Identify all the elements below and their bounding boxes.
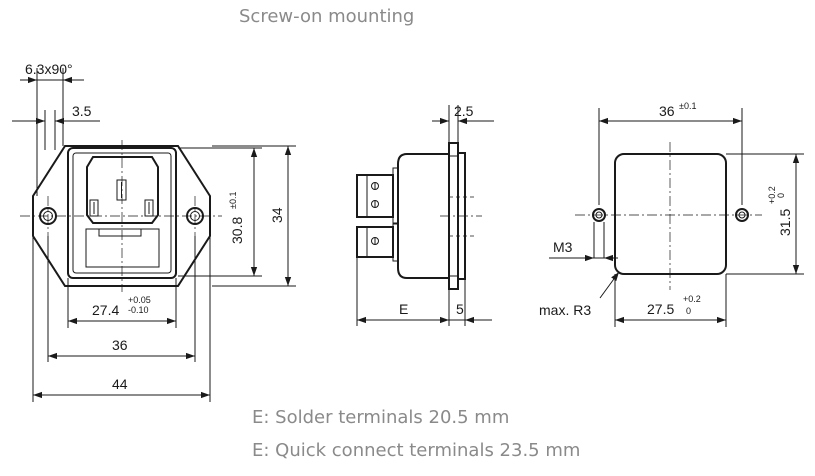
panel-cutout-view: 36 ±0.1 31.5 +0.2 0 M3 max. R3 27.5 +0.2…: [539, 101, 804, 327]
dim-31-5: 31.5: [777, 209, 793, 236]
dim-e: E: [399, 301, 408, 317]
lower-compartment: [85, 228, 160, 268]
iec-inlet-cavity: [86, 156, 159, 224]
dim-27-4-tol-minus: -0.10: [128, 305, 149, 315]
drawing-title: Screw-on mounting: [239, 6, 415, 27]
note-quick-connect-terminals: E: Quick connect terminals 23.5 mm: [252, 440, 581, 461]
dim-27-5: 27.5: [647, 301, 674, 317]
iec-pin-earth: [116, 179, 127, 201]
side-view: 2.5 E 5: [356, 103, 494, 326]
dim-27-5-tol-plus: +0.2: [683, 294, 701, 304]
cutout-hole-right: [735, 208, 749, 222]
dim-3-5: 3.5: [72, 103, 92, 119]
dim-chamfer: 6.3x90°: [25, 61, 73, 77]
front-flange-outline: [32, 145, 211, 287]
dim-34: 34: [269, 207, 285, 223]
dim-36-cutout: 36: [659, 103, 675, 119]
dim-30-8-tol: ±0.1: [228, 192, 238, 209]
dim-2-5: 2.5: [454, 103, 474, 119]
dim-max-r3: max. R3: [539, 302, 591, 318]
front-view: 6.3x90° 3.5 30.8 ±0.1 34 27.4 +0.05 -0.1…: [12, 61, 296, 402]
dim-30-8: 30.8: [229, 217, 245, 244]
dim-36-cutout-tol: ±0.1: [679, 101, 696, 111]
dim-27-5-tol-minus: 0: [686, 306, 691, 316]
dim-44: 44: [112, 376, 128, 392]
dim-27-4-tol-plus: +0.05: [128, 295, 151, 305]
side-body: [397, 153, 450, 279]
dim-5: 5: [456, 301, 464, 317]
lower-compartment-tab: [98, 228, 142, 237]
panel-cutout: [614, 153, 727, 275]
dim-31-5-tol-plus: +0.2: [767, 186, 777, 204]
note-solder-terminals: E: Solder terminals 20.5 mm: [252, 407, 510, 428]
dim-m3: M3: [553, 239, 573, 255]
terminal-upper: [356, 174, 394, 218]
dim-27-4: 27.4: [92, 302, 119, 318]
dim-31-5-tol-minus: 0: [776, 193, 786, 198]
dim-36-front: 36: [112, 337, 128, 353]
